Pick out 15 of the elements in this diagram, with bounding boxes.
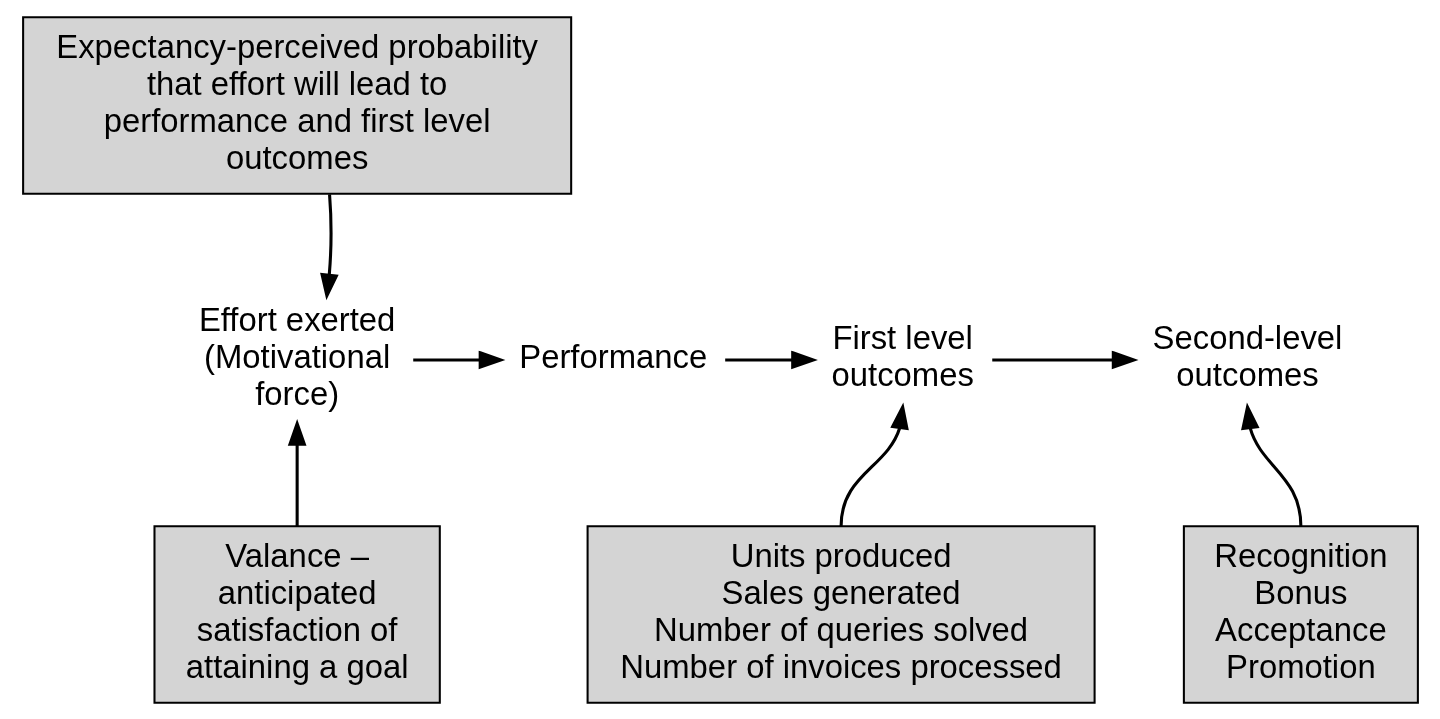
node-text: Second-level outcomes: [1152, 318, 1342, 393]
arrow: [991, 350, 1138, 369]
node-box: Valance – anticipated satisfaction of attaining a goal: [152, 524, 441, 704]
arrow: [412, 350, 505, 369]
node-box: Expectancy-perceived probability that effort will lead to performance and first level outcomes: [21, 15, 572, 195]
node-text: First level outcomes: [831, 318, 974, 393]
arrow: [839, 402, 909, 526]
node-text: Performance: [518, 337, 707, 375]
arrow: [319, 193, 339, 300]
node-box: Units produced Sales generated Number of queries solved Number of invoices processed: [586, 524, 1096, 704]
node-text: Effort exerted (Motivational force): [198, 300, 395, 412]
arrow: [724, 350, 818, 369]
arrow: [287, 418, 306, 526]
node-box: Recognition Bonus Acceptance Promotion: [1182, 524, 1419, 704]
arrow: [1240, 402, 1302, 526]
